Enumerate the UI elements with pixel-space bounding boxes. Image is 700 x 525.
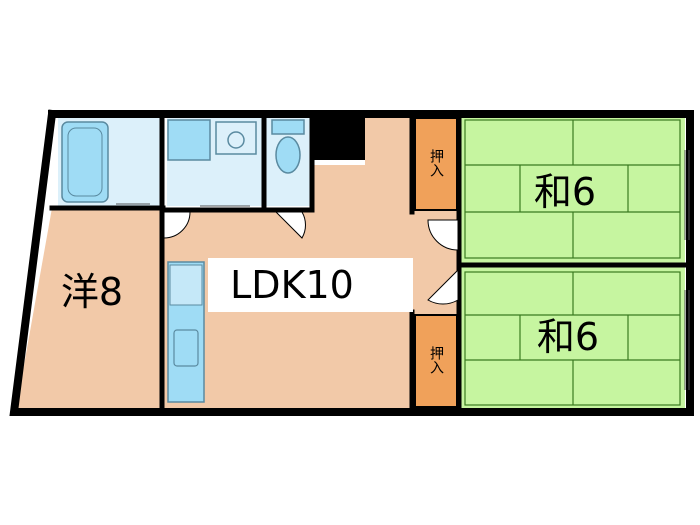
- western-room-floor: [16, 208, 163, 410]
- ldk-label: LDK10: [230, 263, 354, 307]
- washer-icon: [227, 131, 245, 149]
- door-swings: [163, 211, 459, 305]
- wash-basin: [167, 119, 211, 161]
- closet-top-label: 押入: [428, 149, 444, 177]
- tatami-room-top-label: 和6: [534, 170, 596, 214]
- bathtub-inner-icon: [67, 127, 103, 197]
- closet-bottom: [414, 314, 458, 408]
- western-room-label: 洋8: [61, 270, 123, 314]
- ldk-label-background: [208, 258, 413, 312]
- tatami-mat-lines-bottom: [464, 271, 681, 406]
- pipe-shaft: [314, 114, 365, 160]
- stove-area: [169, 264, 203, 306]
- toilet-tank: [271, 119, 305, 135]
- washer-pan: [215, 121, 257, 155]
- walls: [9, 109, 694, 416]
- sink-icon: [173, 329, 199, 367]
- bathtub: [61, 121, 109, 203]
- closet-bottom-label: 押入: [428, 346, 444, 374]
- window-marks: [116, 150, 690, 390]
- tatami-mat-lines-top: [464, 119, 681, 259]
- toilet-icon: [275, 136, 301, 174]
- tatami-room-bottom-label: 和6: [537, 315, 599, 359]
- closet-top: [414, 117, 458, 211]
